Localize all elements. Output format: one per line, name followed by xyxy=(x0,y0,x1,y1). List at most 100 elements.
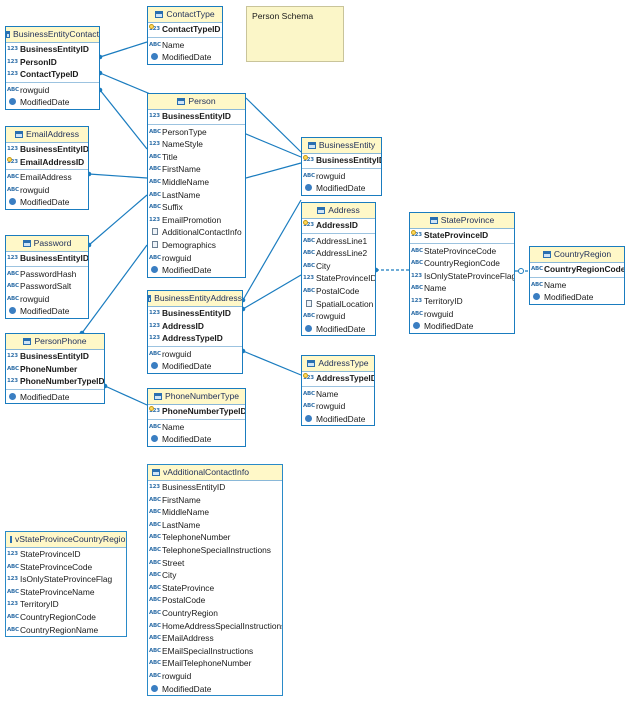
entity-header[interactable]: PhoneNumberType xyxy=(148,389,245,405)
column-row[interactable]: ModifiedDate xyxy=(6,305,88,318)
entity-header[interactable]: CountryRegion xyxy=(530,247,624,263)
entity-header[interactable]: EmailAddress xyxy=(6,127,88,143)
column-row[interactable]: ModifiedDate xyxy=(410,320,514,333)
column-row[interactable]: ModifiedDate xyxy=(302,323,375,336)
entity-header[interactable]: AddressType xyxy=(302,356,374,372)
column-row[interactable]: ModifiedDate xyxy=(6,96,99,109)
column-row[interactable]: Demographics xyxy=(148,239,245,252)
entity-header[interactable]: PersonPhone xyxy=(6,334,104,350)
column-row[interactable]: ModifiedDate xyxy=(148,683,282,696)
column-row[interactable]: ModifiedDate xyxy=(302,182,381,195)
entity-header[interactable]: BusinessEntityAddress xyxy=(148,291,242,307)
column-row[interactable]: ModifiedDate xyxy=(148,51,222,64)
schema-note[interactable]: Person Schema xyxy=(246,6,344,62)
entity-header[interactable]: ContactType xyxy=(148,7,222,23)
entity-header[interactable]: BusinessEntity xyxy=(302,138,381,154)
entity-header[interactable]: vStateProvinceCountryRegion xyxy=(6,532,126,548)
entity-header[interactable]: BusinessEntityContact xyxy=(6,27,99,43)
entity-header[interactable]: vAdditionalContactInfo xyxy=(148,465,282,481)
column-row[interactable]: ModifiedDate xyxy=(148,360,242,373)
column-row[interactable]: ModifiedDate xyxy=(6,196,88,209)
column-row[interactable]: SpatialLocation xyxy=(302,298,375,311)
column-row[interactable]: ModifiedDate xyxy=(530,291,624,304)
entity-header[interactable]: Address xyxy=(302,203,375,219)
